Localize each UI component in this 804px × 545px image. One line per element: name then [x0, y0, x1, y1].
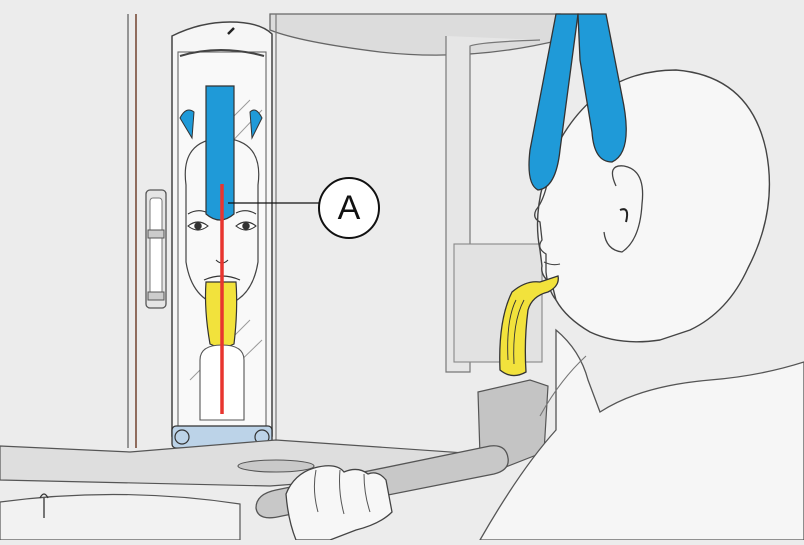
temple-support-reflection: [206, 86, 234, 220]
side-slider-track: [150, 198, 162, 294]
platform-hole: [238, 460, 314, 472]
mirror-base-screw-left: [175, 430, 189, 444]
side-slider-knob-bottom: [148, 292, 164, 300]
side-slider-knob-top: [148, 230, 164, 238]
callout-label: A: [319, 181, 379, 235]
lower-housing: [0, 494, 240, 540]
